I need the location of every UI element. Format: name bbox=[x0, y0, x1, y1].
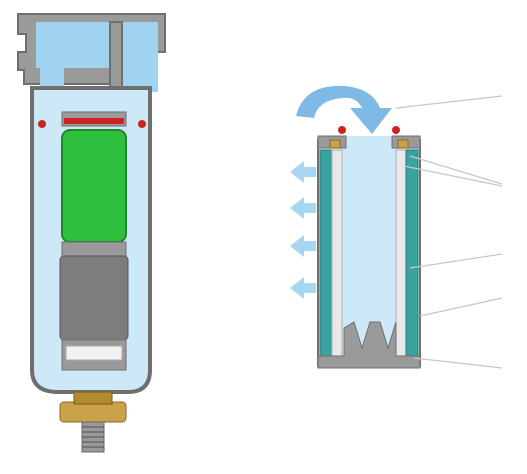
top-seal-left bbox=[338, 126, 346, 134]
outlet-arrow-icon bbox=[290, 235, 316, 257]
bottom-endcap bbox=[317, 321, 421, 369]
element-support bbox=[61, 241, 127, 257]
outlet-arrow-icon bbox=[290, 161, 316, 183]
leader-line bbox=[419, 297, 503, 317]
top-insert-left bbox=[329, 139, 341, 149]
leader-lines bbox=[395, 95, 503, 369]
media-layer-right-inner bbox=[395, 149, 407, 357]
element-bottom-ring bbox=[65, 345, 123, 361]
filter-cartridge bbox=[59, 255, 129, 341]
leader-line bbox=[395, 95, 503, 109]
outlet-arrows bbox=[290, 161, 316, 299]
seal-right bbox=[138, 120, 146, 128]
outlet-arrow-icon bbox=[290, 277, 316, 299]
media-layer-left-outer bbox=[319, 149, 333, 357]
leader-line bbox=[403, 165, 503, 187]
element-detail-cross-section bbox=[290, 85, 503, 369]
coalescing-element bbox=[61, 129, 127, 243]
drain-nut bbox=[59, 401, 127, 423]
element-top-ring bbox=[64, 118, 124, 124]
seal-left bbox=[38, 120, 46, 128]
outlet-arrow-icon bbox=[290, 197, 316, 219]
flow-arrow-icon bbox=[296, 85, 392, 134]
leader-line bbox=[409, 253, 503, 269]
top-seal-right bbox=[392, 126, 400, 134]
filter-housing-cross-section bbox=[17, 13, 166, 453]
drain-collar bbox=[73, 391, 113, 405]
media-layer-left-inner bbox=[331, 149, 343, 357]
media-layer-right-outer bbox=[405, 149, 419, 357]
leader-line bbox=[409, 155, 503, 185]
outlet-passage bbox=[122, 22, 158, 92]
top-insert-right bbox=[397, 139, 409, 149]
leader-line bbox=[413, 357, 503, 369]
drain-thread bbox=[81, 421, 105, 453]
